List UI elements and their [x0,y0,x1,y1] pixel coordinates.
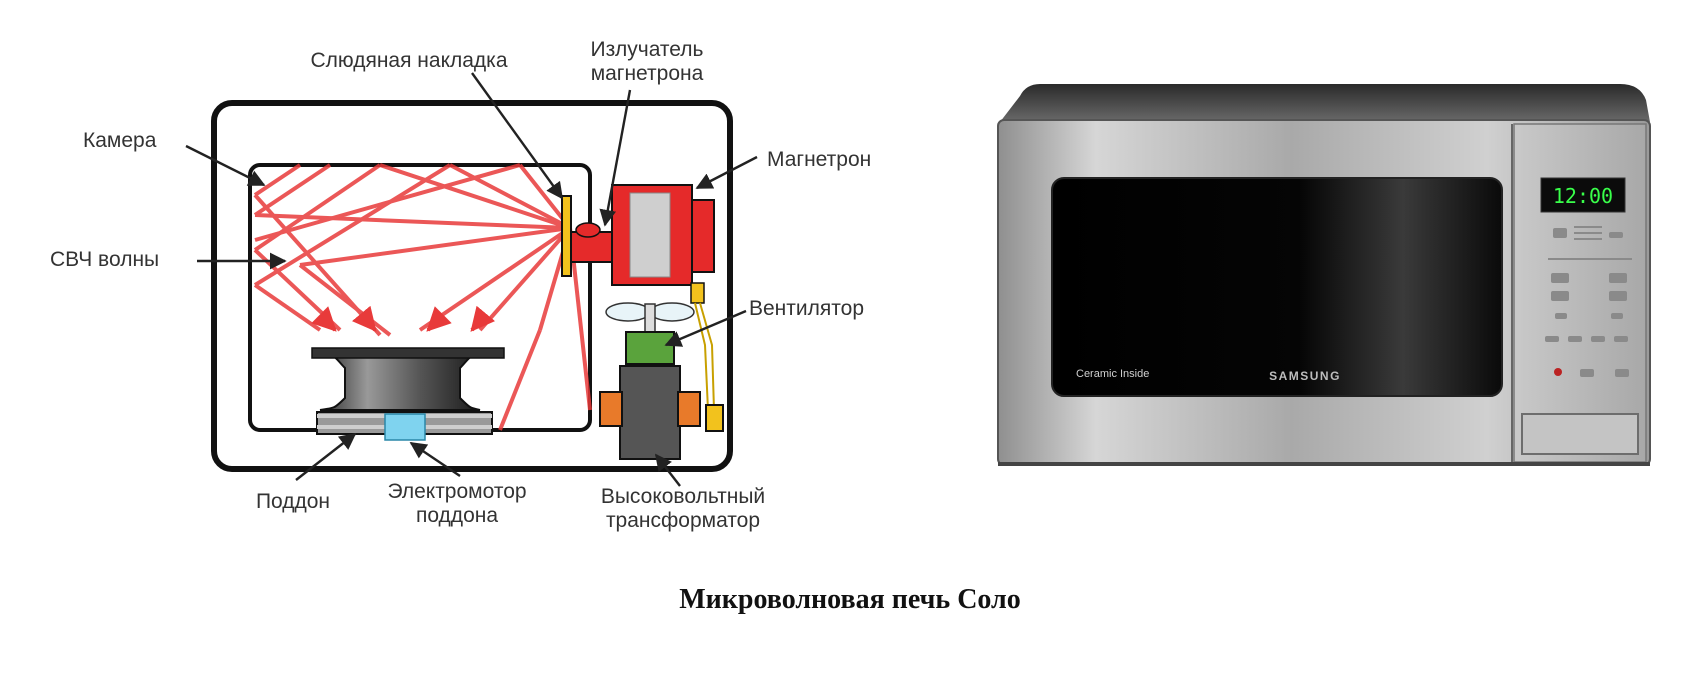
fan [605,302,695,365]
label-transformer-line1: Высоковольтный [601,485,765,508]
label-magnetron: Магнетрон [767,148,871,171]
label-transformer-line2: трансформатор [606,509,760,532]
wires [694,302,715,411]
panel-buttons [1545,226,1632,377]
magnetron [570,184,715,304]
label-waves: СВЧ волны [50,248,159,271]
mica-cover [561,195,572,277]
door-release-button [1521,413,1639,455]
microwave-rays [253,163,592,431]
door-glass [1051,177,1503,397]
tray-motor [384,413,426,441]
label-emitter-line2: магнетрона [591,62,704,85]
leader-lines [185,72,758,487]
label-tray: Поддон [256,490,330,513]
brand-logo: SAMSUNG [1269,369,1341,383]
label-fan: Вентилятор [749,297,864,320]
fan-motor [625,331,675,365]
microwave-photo: 12:00 Ceramic Inside SAMSUNG [997,84,1651,466]
label-emitter-line1: Излучатель [591,38,704,61]
turntable [311,347,505,441]
label-motor-line1: Электромотор [387,480,526,503]
oven-top [1000,84,1650,122]
oven-base [998,462,1650,466]
transformer [599,365,724,460]
caption: Микроволновая печь Соло [679,584,1021,615]
label-chamber: Камера [83,129,157,152]
ray-arrowheads [311,305,496,332]
model-text: Ceramic Inside [1076,368,1149,380]
outer-housing [211,100,733,472]
label-mica: Слюдяная накладка [310,49,507,72]
label-motor-line2: поддона [416,504,498,527]
microwave-schematic: Слюдяная накладка Излучатель магнетрона … [50,38,871,532]
display [1540,177,1626,213]
display-time: 12:00 [1553,184,1613,208]
